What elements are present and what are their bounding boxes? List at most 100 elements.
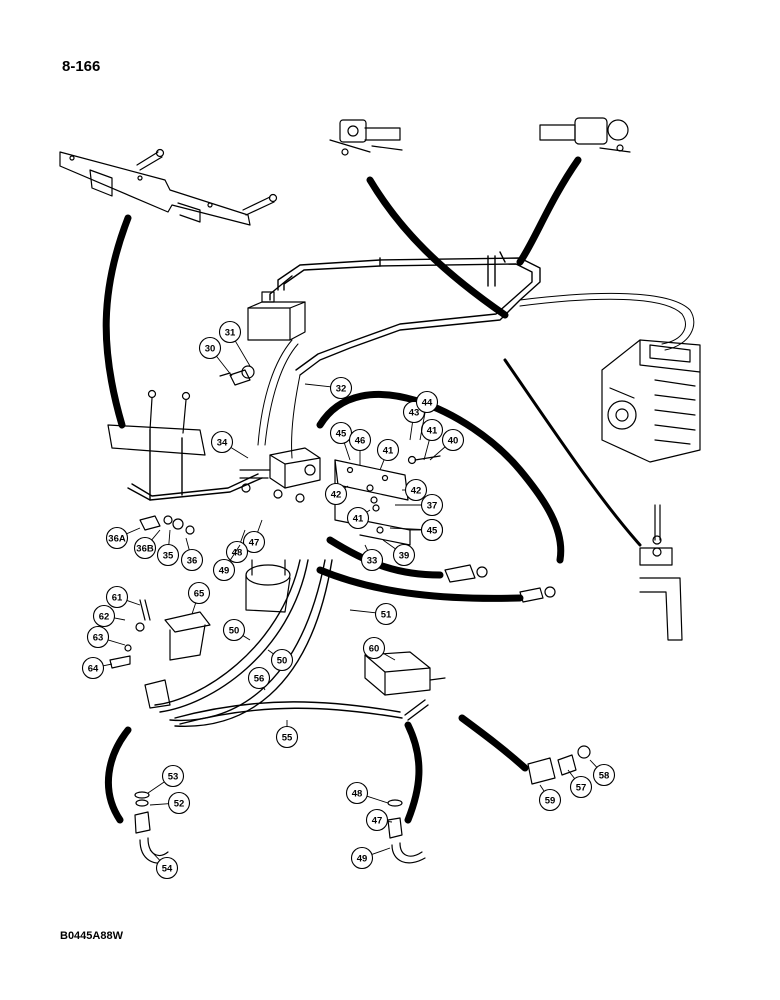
- callout-c40: 40: [429, 428, 465, 461]
- callout-leader-line: [126, 527, 141, 535]
- callout-c36: 36: [180, 537, 204, 572]
- callout-balloon: [392, 543, 416, 567]
- callout-leader-line: [185, 537, 190, 550]
- callout-balloon: [212, 558, 236, 582]
- callout-balloon: [242, 530, 266, 554]
- callout-balloon: [538, 788, 562, 812]
- callout-leader-line: [267, 649, 274, 655]
- leader-curve-hose-b: [316, 566, 524, 602]
- callout-balloon: [420, 518, 444, 542]
- callout-c55: 55: [275, 720, 299, 749]
- callout-number: 57: [576, 782, 587, 793]
- callout-number: 62: [99, 611, 110, 622]
- callout-leader-line: [240, 529, 246, 543]
- callout-leader-line: [114, 617, 126, 621]
- callout-c62: 62: [92, 604, 126, 628]
- callout-number: 37: [427, 500, 438, 511]
- callout-c60: 60: [362, 636, 396, 661]
- callout-leader-line: [371, 847, 391, 855]
- callout-number: 49: [219, 565, 230, 576]
- callout-balloon: [420, 493, 444, 517]
- callout-c54: 54: [149, 849, 179, 880]
- leader-curve-hose-a: [326, 536, 444, 579]
- bolt-61-64: [109, 599, 151, 669]
- hydraulic-motor: [601, 339, 701, 463]
- callout-balloon: [156, 543, 180, 567]
- callout-number: 35: [163, 550, 174, 561]
- callout-leader-line: [379, 459, 385, 471]
- callout-number: 53: [168, 771, 179, 782]
- valve-manifold: [239, 447, 321, 503]
- callout-leader-line: [107, 639, 126, 646]
- page-title: 8-166: [62, 58, 101, 75]
- callout-balloon: [441, 428, 465, 452]
- callout-number: 36A: [108, 533, 126, 544]
- callout-number: 59: [545, 795, 556, 806]
- callout-number: 39: [399, 550, 410, 561]
- callout-balloon: [348, 428, 372, 452]
- leader-curve-bracket: [102, 214, 132, 429]
- callout-leader-line: [304, 383, 331, 388]
- callout-c56: 56: [247, 666, 271, 691]
- callout-number: 46: [355, 435, 366, 446]
- leader-curves: [102, 156, 582, 824]
- callout-number: 50: [277, 655, 288, 666]
- callout-number: 52: [174, 798, 185, 809]
- callout-leader-line: [419, 412, 426, 441]
- hardware-parts: [139, 365, 556, 603]
- callout-leader-line: [567, 769, 575, 779]
- callout-number: 51: [381, 609, 392, 620]
- callout-number: 30: [205, 343, 216, 354]
- callout-balloon: [180, 548, 204, 572]
- callout-leader-line: [366, 509, 371, 513]
- leader-curve-tube: [316, 391, 565, 564]
- lower-hoses: [154, 559, 429, 727]
- callout-number: 58: [599, 770, 610, 781]
- callout-balloon: [218, 320, 242, 344]
- callout-balloon: [81, 656, 105, 680]
- callout-c63: 63: [86, 625, 126, 649]
- callout-c39: 39: [382, 539, 416, 567]
- callout-number: 36B: [136, 543, 154, 554]
- callout-leader-line: [230, 447, 249, 459]
- callout-c37: 37: [395, 493, 444, 517]
- callout-c48b: 48: [345, 781, 389, 805]
- callout-layer: 3031323334353636A36B37383940414141424243…: [81, 320, 616, 880]
- callout-c58: 58: [589, 759, 616, 787]
- callout-leader-line: [149, 803, 169, 806]
- callout-leader-line: [149, 849, 161, 861]
- callout-number: 41: [383, 445, 394, 456]
- callout-leader-line: [242, 635, 251, 641]
- callout-c49b: 49: [350, 846, 391, 870]
- callout-balloon: [350, 846, 374, 870]
- callout-c64: 64: [81, 656, 113, 680]
- callout-number: 43: [409, 407, 420, 418]
- callout-c48a: 48: [225, 529, 249, 564]
- callout-number: 45: [427, 525, 438, 536]
- leader-curve-bracket-right: [503, 358, 642, 547]
- callout-leader-line: [389, 527, 422, 530]
- callout-balloon: [404, 478, 428, 502]
- callout-leader-line: [216, 355, 233, 377]
- callout-balloon: [198, 336, 222, 360]
- callout-balloon: [346, 506, 370, 530]
- callout-balloon: [415, 390, 439, 414]
- callout-c52: 52: [149, 791, 191, 815]
- callout-leader-line: [387, 820, 393, 823]
- callout-balloon: [569, 775, 593, 799]
- callout-c41a: 41: [376, 438, 400, 471]
- solenoid-box: [247, 291, 306, 341]
- callout-balloon: [324, 482, 348, 506]
- callout-c59: 59: [538, 784, 562, 812]
- callout-leader-line: [364, 544, 368, 551]
- callout-leader-line: [103, 663, 113, 667]
- callout-number: 64: [88, 663, 99, 674]
- callout-c41c: 41: [346, 506, 371, 530]
- leader-curve-coupler-right: [516, 156, 582, 266]
- callout-leader-line: [191, 602, 197, 615]
- callout-number: 45: [336, 428, 347, 439]
- callout-balloon: [105, 585, 129, 609]
- callout-c49a: 49: [212, 544, 241, 582]
- callout-balloon: [133, 536, 157, 560]
